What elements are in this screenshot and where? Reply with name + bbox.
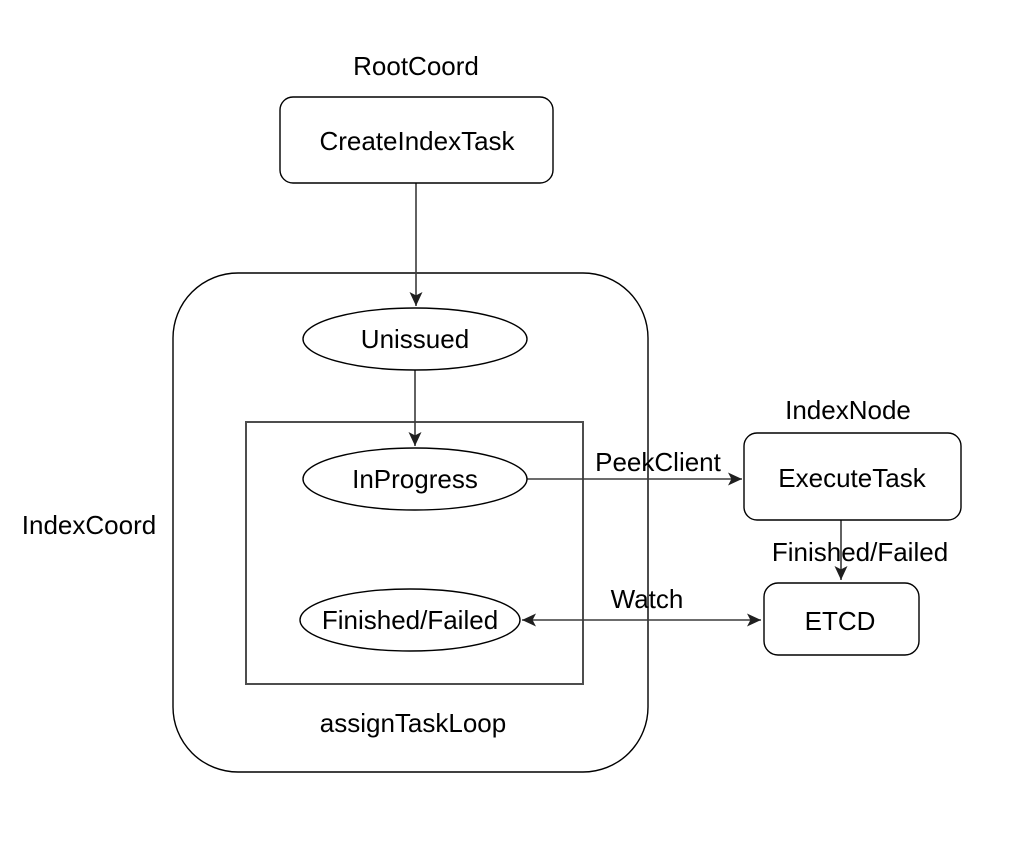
in-progress-ellipse	[302, 447, 528, 511]
create-index-task-label: CreateIndexTask	[319, 126, 515, 156]
index-coord-container	[172, 272, 649, 773]
etcd-label: ETCD	[805, 606, 876, 636]
unissued-label: Unissued	[361, 324, 469, 354]
assign-task-loop-label: assignTaskLoop	[320, 708, 506, 738]
finished-failed-ellipse	[299, 588, 521, 652]
watch-edge-label: Watch	[611, 584, 684, 614]
execute-task-box	[743, 432, 962, 521]
in-progress-label: InProgress	[352, 464, 478, 494]
execute-task-label: ExecuteTask	[778, 463, 926, 493]
index-coord-label: IndexCoord	[22, 510, 156, 540]
peek-client-edge-label: PeekClient	[595, 447, 722, 477]
etcd-box	[763, 582, 920, 656]
unissued-ellipse	[302, 307, 528, 371]
finished-failed-edge-label: Finished/Failed	[772, 537, 948, 567]
create-index-task-box	[279, 96, 554, 184]
index-node-label: IndexNode	[785, 395, 911, 425]
finished-failed-ellipse-label: Finished/Failed	[322, 605, 498, 635]
root-coord-label: RootCoord	[353, 51, 479, 81]
